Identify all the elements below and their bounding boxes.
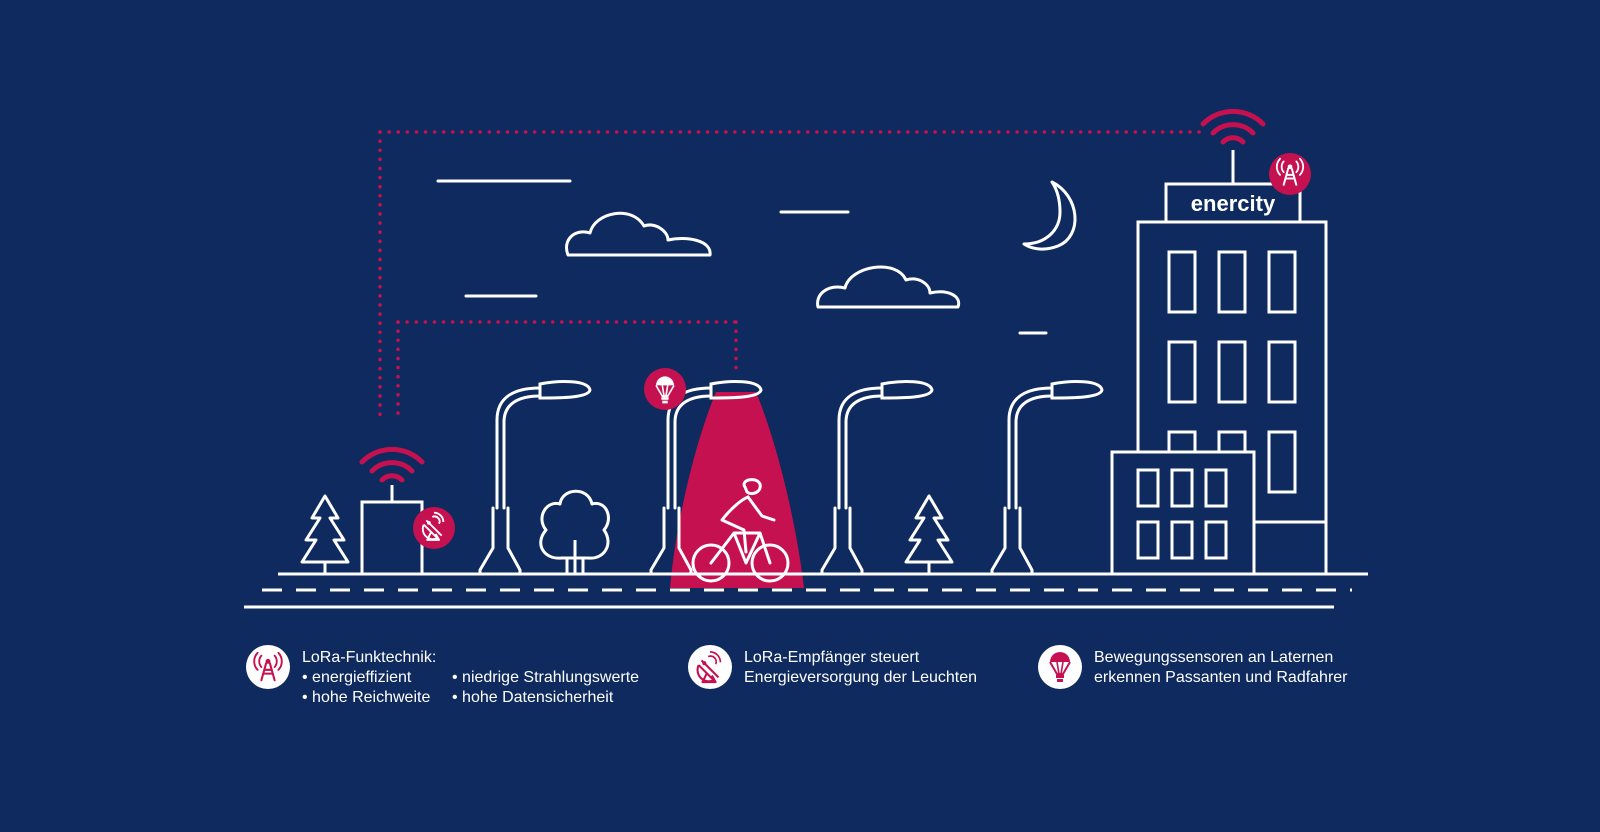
legend-lora-bullet: • hohe Reichweite [302,689,431,706]
satellite-dish-badge [413,507,455,549]
legend-receiver: LoRa-Empfänger steuert Energieversorgung… [688,645,978,689]
sky-lines [436,179,1048,335]
round-tree-icon [539,489,610,574]
cyclist-icon [691,478,790,583]
satellite-dish-icon [688,645,732,689]
cloud-icon [565,211,712,257]
legend-lora-bullet: • hohe Datensicherheit [452,689,614,706]
light-bulb-icon [1038,645,1082,689]
lora-receiver-box [360,485,424,576]
antenna-tower-icon [246,645,290,689]
legend-receiver-line: Energieversorgung der Leuchten [744,669,978,686]
legend-sensor-line: erkennen Passanten und Radfahrer [1094,669,1348,686]
legend-lora: LoRa-Funktechnik: • energieffizient • ni… [246,645,640,708]
antenna-tower-badge [1269,153,1311,195]
moon-icon [1022,180,1077,251]
pine-tree-icon [300,494,350,574]
receiver-wifi-icon [362,449,422,480]
legend-sensor: Bewegungssensoren an Laternen erkennen P… [1038,645,1348,689]
network-lines [378,130,1202,424]
building-wifi-icon [1203,111,1263,142]
legend-lora-bullet: • niedrige Strahlungswerte [452,669,640,686]
enercity-building [1110,150,1328,576]
legend-receiver-line: LoRa-Empfänger steuert [744,649,920,666]
legend-sensor-line: Bewegungssensoren an Laternen [1094,649,1334,666]
light-cone [670,392,804,588]
legend-lora-title: LoRa-Funktechnik: [302,649,437,666]
pine-tree-icon [904,494,954,574]
building-logo: enercity [1191,191,1276,216]
road [244,572,1368,609]
street-lamp [990,380,1104,576]
legend-lora-bullet: • energieffizient [302,669,412,686]
light-bulb-badge [644,368,686,410]
cloud-icon [816,265,961,309]
